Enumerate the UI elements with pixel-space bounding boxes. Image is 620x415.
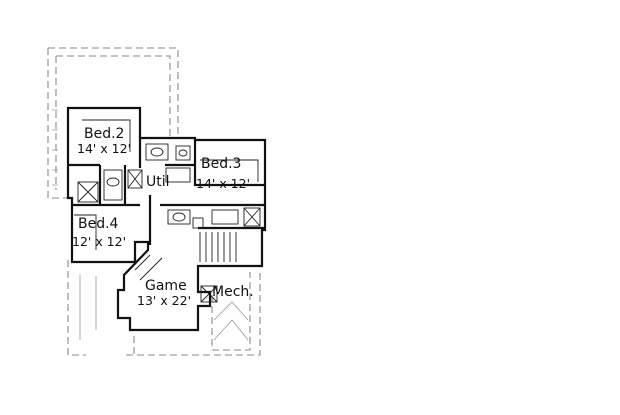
room-label-util: Util: [146, 174, 170, 190]
room-label-game: Game 13' x 22': [137, 278, 191, 308]
room-name: Util: [146, 174, 170, 190]
roof-details: [52, 109, 249, 341]
room-name: Bed.3: [201, 156, 241, 172]
room-size: 12' x 12': [72, 234, 126, 249]
room-label-bed4: Bed.4 12' x 12': [72, 216, 126, 249]
exterior-walls: [66, 106, 267, 332]
room-name: Bed.4: [78, 216, 119, 232]
roof-outline: [47, 47, 261, 356]
room-name: Game: [145, 278, 187, 294]
room-label-mech: Mech.: [212, 284, 254, 300]
room-label-bed3: Bed.3 14' x 12': [196, 156, 250, 191]
room-size: 13' x 22': [137, 293, 191, 308]
fixtures: [74, 119, 261, 303]
room-label-bed2: Bed.2 14' x 12': [77, 126, 131, 156]
room-size: 14' x 12': [77, 141, 131, 156]
room-name: Bed.2: [84, 126, 124, 142]
room-name: Mech.: [212, 284, 254, 300]
room-size: 14' x 12': [196, 176, 250, 191]
interior-walls: [68, 138, 265, 245]
